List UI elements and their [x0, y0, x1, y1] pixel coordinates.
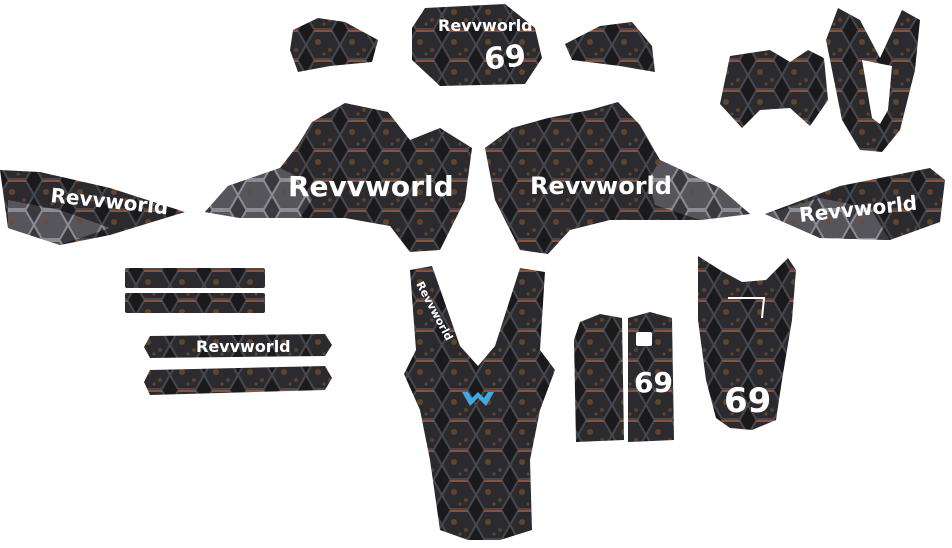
w-logo-icon: [462, 392, 494, 406]
right-radiator-shroud: [485, 102, 750, 254]
front-plate-brand: Revvworld: [438, 16, 533, 35]
right-shroud-silver-band: [648, 160, 750, 220]
top-left-small-panel: [290, 18, 378, 72]
right-wing-silver: [765, 198, 890, 240]
left-wing-silver: [8, 200, 110, 245]
front-number-plate: [412, 4, 542, 86]
swingarm-strip-bottom: [125, 293, 265, 313]
rear-v-panel: [826, 8, 920, 152]
airbox-cover-panel: [720, 50, 828, 128]
rear-fender-outline: [728, 297, 766, 319]
front-fender-v-panel: [404, 266, 555, 540]
left-shroud-silver-band: [205, 168, 312, 218]
front-plate-number: 69: [483, 38, 528, 77]
swingarm-strip-top: [125, 268, 265, 288]
long-strip-brand: [144, 334, 332, 358]
long-strip-brand-text: Revvworld: [196, 337, 291, 356]
fork-leg-number: 69: [634, 366, 673, 399]
right-shroud-brand: Revvworld: [530, 172, 672, 200]
top-right-small-panel: [565, 22, 655, 72]
fork-leg-panel-left: [574, 314, 624, 442]
fork-leg-white-tab: [636, 332, 652, 346]
rear-fender-number: 69: [724, 381, 771, 421]
long-strip-plain: [144, 366, 332, 395]
left-shroud-brand: Revvworld: [288, 170, 454, 203]
rear-fender-panel: [698, 256, 796, 430]
